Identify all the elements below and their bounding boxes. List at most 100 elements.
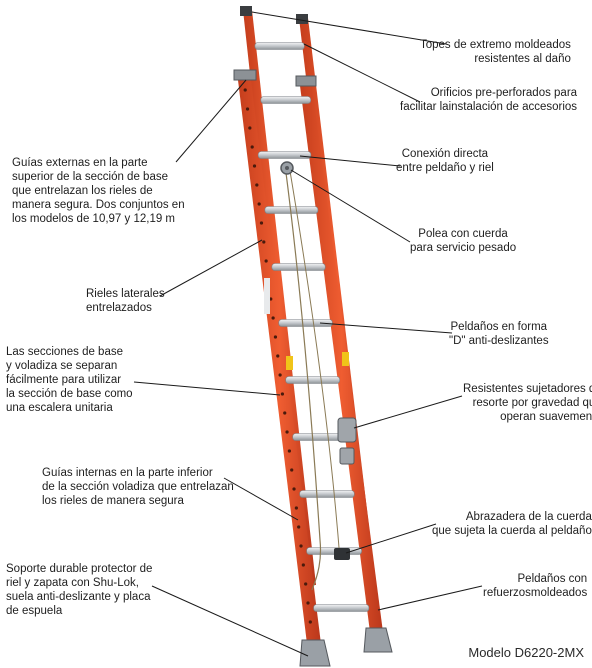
rail-label-yellow-2	[342, 352, 349, 366]
rail-hole	[306, 601, 310, 605]
rope	[284, 164, 322, 591]
leader-refuerzos	[377, 585, 483, 611]
rail-hole	[287, 449, 291, 453]
rail-hole	[250, 145, 254, 149]
leader-soporte	[151, 585, 309, 657]
callout-soporte: Soporte durable protector de riel y zapa…	[6, 562, 152, 618]
rail-label-white	[264, 278, 270, 314]
callout-guias-externas-line-1: Guías externas en la parte	[12, 157, 148, 169]
callout-rieles-line-2: entrelazados	[86, 302, 152, 314]
rail-hole	[262, 240, 266, 244]
callout-polea-line-1: Polea con cuerda	[418, 228, 508, 240]
rail-hole	[245, 107, 250, 111]
leader-sujetadores	[353, 395, 463, 429]
callout-orificios-line-1: Orificios pre-perforados para	[430, 87, 578, 99]
rail-hole	[273, 335, 278, 339]
rail-hole	[292, 487, 296, 491]
callout-secciones-line-3: fácilmente para utilizar	[6, 374, 122, 386]
leader-abrazadera	[345, 523, 437, 554]
callout-peldanos-d-line-1: Peldaños en forma	[450, 321, 548, 333]
callout-abrazadera-line-2: que sujeta la cuerda al peldaño	[432, 525, 592, 537]
callout-topes: Topes de extremo moldeados resistentes a…	[420, 38, 571, 66]
callout-guias-externas-line-4: manera segura. Dos conjuntos en	[12, 199, 185, 211]
rail-hole	[271, 316, 275, 320]
callout-guias-externas: Guías externas en la parte superior de l…	[12, 156, 185, 226]
callout-peldanos-d: Peldaños en forma "D" anti-deslizantes	[449, 320, 549, 348]
callout-guias-internas-line-3: los rieles de manera segura	[42, 495, 184, 507]
leader-topes	[251, 11, 447, 45]
callout-sujetadores-line-2: resorte por gravedad que	[472, 397, 592, 409]
rail-hole	[243, 88, 247, 92]
callout-orificios: Orificios pre-perforados para facilitar …	[400, 86, 577, 114]
rope-clamp	[334, 548, 350, 560]
callout-topes-line-1: Topes de extremo moldeados	[420, 39, 571, 51]
callout-guias-externas-line-3: que entrelazan los rieles de	[12, 185, 153, 197]
rung	[254, 42, 305, 50]
rail-hole	[248, 126, 252, 130]
model-label: Modelo D6220-2MX	[468, 645, 584, 660]
callout-orificios-line-2: facilitar lainstalación de accesorios	[400, 101, 578, 113]
callout-conexion: Conexión directa entre peldaño y riel	[396, 147, 494, 175]
rail-hole	[255, 183, 259, 187]
callout-refuerzos-line-1: Peldaños con	[517, 573, 588, 585]
callout-soporte-line-4: de espuela	[6, 605, 63, 617]
callout-topes-line-2: resistentes al daño	[474, 53, 571, 65]
callout-refuerzos-line-2: refuerzosmoldeados	[483, 587, 588, 599]
rail-hole	[294, 506, 298, 510]
external-guide-left	[233, 69, 257, 81]
rail-hole	[278, 373, 282, 377]
leader-guias-internas	[223, 477, 299, 521]
rung	[278, 319, 333, 327]
rung	[271, 263, 326, 271]
callout-secciones-line-5: una escalera unitaria	[6, 402, 113, 414]
rail-label-yellow	[286, 356, 293, 370]
callout-soporte-line-2: riel y zapata con Shu-Lok,	[6, 577, 139, 589]
rail-hole	[259, 221, 264, 225]
callout-guias-internas-line-2: de la sección voladiza que entrelazan	[42, 481, 234, 493]
leader-orificios	[303, 43, 421, 103]
leader-secciones	[133, 381, 281, 396]
callout-soporte-line-3: suela anti-deslizante y placa	[6, 591, 151, 603]
callout-sujetadores-line-3: operan suavemente	[500, 411, 592, 423]
callout-conexion-line-2: entre peldaño y riel	[396, 162, 494, 174]
external-guide-right	[295, 75, 317, 87]
base-right-rail	[299, 78, 384, 640]
rung	[257, 151, 312, 159]
callout-refuerzos: Peldaños con refuerzosmoldeados	[483, 572, 587, 600]
rail-hole	[299, 544, 303, 548]
rail-hole	[252, 164, 257, 168]
rail-hole	[283, 411, 287, 415]
rail-hole	[280, 392, 285, 396]
rail-hole	[301, 563, 305, 567]
rail-hole	[308, 620, 312, 624]
leader-peldanos-d	[319, 322, 453, 334]
rail-hole	[297, 525, 301, 529]
callout-secciones-line-1: Las secciones de base	[6, 346, 123, 358]
rungs	[243, 42, 370, 624]
rail-hole	[257, 202, 261, 206]
callout-polea-line-2: para servicio pesado	[410, 242, 517, 254]
rail-hole	[276, 354, 280, 358]
callout-secciones-line-2: y voladiza se separan	[6, 360, 118, 372]
callout-secciones: Las secciones de base y voladiza se sepa…	[6, 345, 133, 415]
leader-lines	[133, 11, 483, 657]
leader-guias-externas	[175, 79, 247, 163]
ladder-shoes	[299, 627, 393, 667]
top-cap-right	[296, 14, 308, 24]
callout-peldanos-d-line-2: "D" anti-deslizantes	[449, 335, 549, 347]
callout-guias-externas-line-5: los modelos de 10,97 y 12,19 m	[12, 213, 176, 225]
rung	[299, 490, 355, 498]
rung	[313, 604, 370, 612]
pulley	[280, 161, 294, 175]
callout-abrazadera-line-1: Abrazadera de la cuerda	[465, 511, 592, 523]
rope-2	[288, 164, 341, 561]
callout-sujetadores-line-1: Resistentes sujetadores de	[463, 383, 592, 395]
base-section	[237, 72, 384, 652]
callout-guias-internas-line-1: Guías internas en la parte inferior	[42, 467, 213, 479]
callout-rieles-line-1: Rieles laterales	[86, 288, 165, 300]
rung-lock	[337, 417, 357, 465]
leader-polea	[290, 169, 411, 243]
leader-conexion	[299, 155, 401, 167]
callout-guias-externas-line-2: superior de la sección de base	[12, 171, 168, 183]
